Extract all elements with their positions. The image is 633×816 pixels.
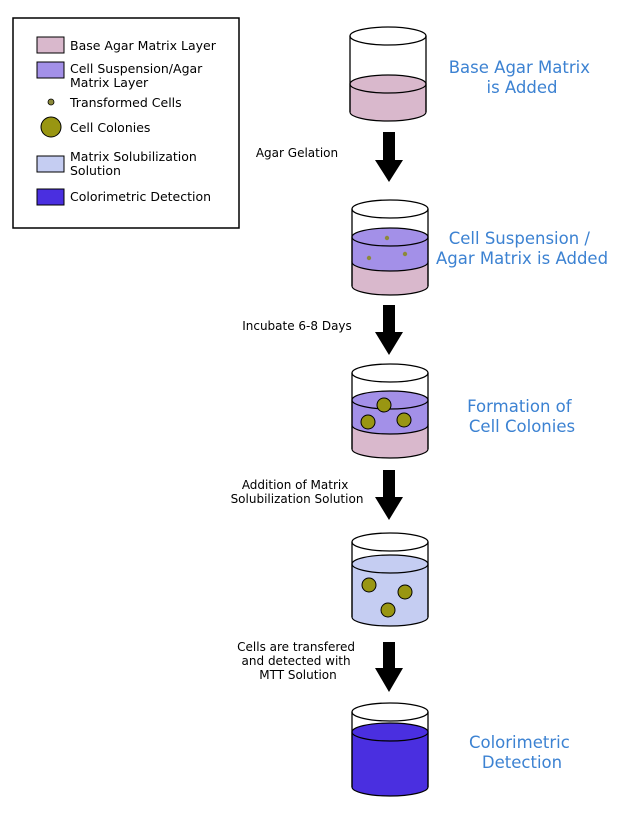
flow-arrows <box>375 132 403 692</box>
arrow-down-3 <box>375 470 403 520</box>
beaker-cell-suspension <box>351 199 429 296</box>
legend-swatch-transformed-cell <box>47 98 55 106</box>
beaker-2-transformed-cell <box>402 251 408 257</box>
legend-swatch-suspension <box>36 61 65 79</box>
beaker-2-suspension-top <box>351 227 429 247</box>
beaker-1-rim <box>349 26 427 46</box>
beaker-1-base-layer <box>349 83 427 122</box>
beaker-3-colony <box>376 397 392 413</box>
beaker-4-colony <box>361 577 377 593</box>
beaker-cell-colonies <box>351 363 429 459</box>
legend-label-base: Base Agar Matrix Layer <box>70 38 217 53</box>
legend-swatch-detection <box>36 188 65 206</box>
beaker-2-rim <box>351 199 429 219</box>
beaker-5-detection-layer <box>351 731 429 797</box>
beaker-3-colony <box>360 414 376 430</box>
beaker-5-detection-top <box>351 722 429 742</box>
transition-label-agar-gelation: Agar Gelation <box>256 146 338 160</box>
beaker-2-suspension-layer <box>351 236 429 272</box>
step-label-cell-suspension: Cell Suspension / Agar Matrix is Added <box>436 229 608 268</box>
beaker-colorimetric-detection <box>351 702 429 797</box>
step-label-colony-formation: Formation of Cell Colonies <box>467 397 577 436</box>
beaker-3-rim <box>351 363 429 383</box>
arrow-down-2 <box>375 305 403 355</box>
beaker-base-agar <box>349 26 427 122</box>
beaker-4-rim <box>351 532 429 552</box>
legend-swatch-solubilization <box>36 155 65 173</box>
beaker-solubilization <box>351 532 429 627</box>
beaker-2-transformed-cell <box>384 235 390 241</box>
beaker-4-solution-top <box>351 554 429 574</box>
legend-swatch-colony <box>40 116 62 138</box>
step-label-colorimetric: Colorimetric Detection <box>469 733 575 772</box>
beaker-4-colony <box>380 602 396 618</box>
legend-label-suspension: Cell Suspension/Agar Matrix Layer <box>70 61 206 90</box>
beaker-1-base-top <box>349 74 427 94</box>
transition-label-incubate: Incubate 6-8 Days <box>242 319 352 333</box>
arrow-down-4 <box>375 642 403 692</box>
transition-label-add-solubilization: Addition of Matrix Solubilization Soluti… <box>231 478 364 506</box>
beaker-4-colony <box>397 584 413 600</box>
arrow-down-1 <box>375 132 403 182</box>
legend-label-colonies: Cell Colonies <box>70 120 150 135</box>
legend-label-detection: Colorimetric Detection <box>70 189 211 204</box>
step-label-base-agar: Base Agar Matrix is Added <box>449 58 596 97</box>
legend-swatch-base <box>36 36 65 54</box>
legend: Base Agar Matrix Layer Cell Suspension/A… <box>12 17 240 229</box>
transition-label-transfer-detect: Cells are transfered and detected with M… <box>237 640 359 682</box>
beaker-3-colony <box>396 412 412 428</box>
beaker-2-transformed-cell <box>366 255 372 261</box>
legend-label-solubilization: Matrix Solubilization Solution <box>70 149 201 178</box>
beaker-5-rim <box>351 702 429 722</box>
legend-label-transformed-cells: Transformed Cells <box>69 95 182 110</box>
